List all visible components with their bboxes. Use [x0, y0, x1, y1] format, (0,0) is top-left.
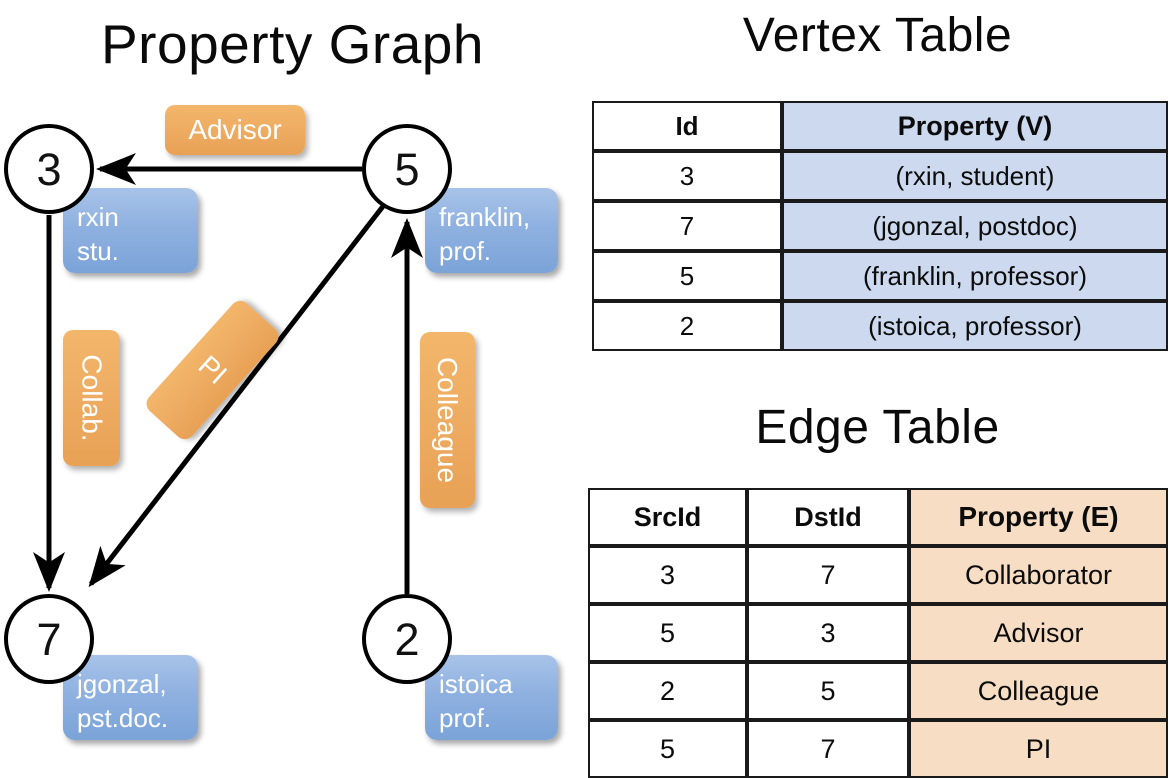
table-row: 3 (rxin, student): [592, 151, 1168, 201]
edge-cell-property: PI: [909, 720, 1168, 778]
vertex-table-header-property: Property (V): [782, 101, 1168, 151]
vertex-node-5[interactable]: 5: [362, 124, 452, 214]
vertex-node-2[interactable]: 2: [362, 594, 452, 684]
edge-cell-property: Colleague: [909, 662, 1168, 720]
edge-label-colleague-text: Colleague: [432, 356, 464, 484]
edge-cell-srcid: 5: [588, 720, 747, 778]
edge-cell-dstid: 3: [747, 604, 909, 662]
edge-cell-property: Collaborator: [909, 546, 1168, 604]
edge-cell-srcid: 2: [588, 662, 747, 720]
page-title-property-graph: Property Graph: [100, 13, 484, 75]
edge-table-header-srcid: SrcId: [588, 488, 747, 546]
vertex-property-box-3: rxin stu.: [63, 188, 198, 273]
vertex-cell-property: (franklin, professor): [782, 251, 1168, 301]
edge-table: SrcId DstId Property (E) 3 7 Collaborato…: [588, 488, 1168, 778]
edge-cell-dstid: 7: [747, 720, 909, 778]
table-row: 5 (franklin, professor): [592, 251, 1168, 301]
vertex-cell-id: 7: [592, 201, 782, 251]
property-graph-diagram: Advisor Collab. PI Colleague rxin stu. f…: [0, 0, 585, 760]
edge-cell-srcid: 5: [588, 604, 747, 662]
edge-table-header-row: SrcId DstId Property (E): [588, 488, 1168, 546]
edge-label-pi-text: PI: [192, 349, 234, 391]
table-row: 3 7 Collaborator: [588, 546, 1168, 604]
edge-table-header-dstid: DstId: [747, 488, 909, 546]
vertex-property-box-7: jgonzal, pst.doc.: [63, 655, 198, 740]
graph-edges-layer: [33, 153, 423, 594]
vertex-table-header-row: Id Property (V): [592, 101, 1168, 151]
edge-label-advisor: Advisor: [165, 105, 305, 155]
table-row: 7 (jgonzal, postdoc): [592, 201, 1168, 251]
edge-cell-property: Advisor: [909, 604, 1168, 662]
vertex-property-box-2: istoica prof.: [425, 655, 558, 740]
vertex-cell-id: 3: [592, 151, 782, 201]
edge-5-to-7: [88, 203, 386, 588]
edge-label-colleague: Colleague: [420, 332, 475, 508]
edge-table-header-property: Property (E): [909, 488, 1168, 546]
page-title-edge-table: Edge Table: [755, 401, 1000, 454]
vertex-table: Id Property (V) 3 (rxin, student) 7 (jgo…: [592, 101, 1168, 351]
vertex-node-3[interactable]: 3: [4, 124, 94, 214]
vertex-cell-property: (rxin, student): [782, 151, 1168, 201]
table-row: 2 5 Colleague: [588, 662, 1168, 720]
table-row: 5 3 Advisor: [588, 604, 1168, 662]
vertex-node-7[interactable]: 7: [4, 594, 94, 684]
table-row: 2 (istoica, professor): [592, 301, 1168, 351]
edge-cell-srcid: 3: [588, 546, 747, 604]
vertex-cell-id: 5: [592, 251, 782, 301]
page-title-vertex-table: Vertex Table: [742, 9, 1013, 62]
edge-label-collab-text: Collab.: [76, 354, 108, 442]
edge-label-collab: Collab.: [63, 330, 120, 466]
table-row: 5 7 PI: [588, 720, 1168, 778]
vertex-table-header-id: Id: [592, 101, 782, 151]
vertex-cell-id: 2: [592, 301, 782, 351]
edge-cell-dstid: 5: [747, 662, 909, 720]
vertex-cell-property: (istoica, professor): [782, 301, 1168, 351]
edge-cell-dstid: 7: [747, 546, 909, 604]
edge-label-advisor-text: Advisor: [188, 114, 282, 145]
vertex-property-box-5: franklin, prof.: [425, 188, 558, 273]
vertex-cell-property: (jgonzal, postdoc): [782, 201, 1168, 251]
